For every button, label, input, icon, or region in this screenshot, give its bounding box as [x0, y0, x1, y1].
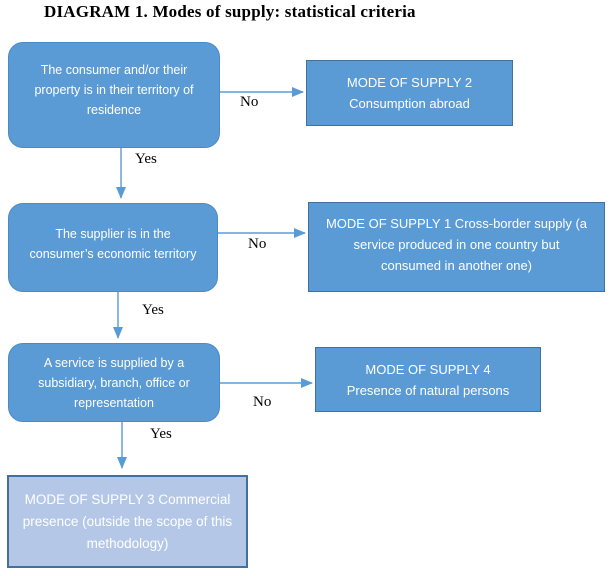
outcome-text-line: MODE OF SUPPLY 2 [346, 75, 473, 90]
outcome-box-mode-1: MODE OF SUPPLY 1 Cross-border supply (a … [308, 202, 605, 292]
outcome-text-line: consumed in another one) [380, 257, 533, 273]
decision-text-line: residence [86, 103, 142, 117]
decision-text-line: property is in their territory of [34, 83, 194, 97]
decision-box-subsidiary: A service is supplied by a subsidiary, b… [8, 343, 220, 422]
no-label-1: No [240, 94, 259, 110]
decision-box-consumer-territory: The consumer and/or their property is in… [8, 42, 220, 148]
outcome-box-mode-4: MODE OF SUPPLY 4 Presence of natural per… [315, 347, 541, 412]
no-label-2: No [248, 236, 267, 252]
outcome-text-line: service produced in one country but [353, 236, 560, 252]
outcome-box-mode-2: MODE OF SUPPLY 2 Consumption abroad [306, 60, 513, 126]
decision-text-line: The consumer and/or their [40, 63, 188, 77]
yes-label-3: Yes [150, 426, 172, 442]
outcome-box-mode-3: MODE OF SUPPLY 3 Commercial presence (ou… [7, 475, 248, 568]
decision-text-line: consumer’s economic territory [29, 246, 197, 261]
outcome-text-line: methodology) [86, 535, 169, 551]
yes-label-2: Yes [142, 302, 164, 318]
no-label-3: No [253, 394, 272, 410]
outcome-text-line: MODE OF SUPPLY 1 Cross-border supply (a [325, 215, 588, 231]
outcome-text-line: Presence of natural persons [346, 382, 510, 398]
decision-box-supplier-territory: The supplier is in the consumer’s econom… [8, 203, 218, 292]
outcome-text-line: Consumption abroad [349, 96, 470, 111]
outcome-text-line: MODE OF SUPPLY 3 Commercial [24, 491, 231, 507]
outcome-text-line: MODE OF SUPPLY 4 [365, 361, 491, 377]
decision-text-line: The supplier is in the [55, 226, 171, 241]
yes-label-1: Yes [135, 151, 157, 167]
outcome-text-line: presence (outside the scope of this [22, 513, 233, 529]
decision-text-line: representation [74, 395, 154, 410]
decision-text-line: subsidiary, branch, office or [38, 375, 190, 390]
diagram-title: DIAGRAM 1. Modes of supply: statistical … [44, 2, 416, 21]
decision-text-line: A service is supplied by a [43, 355, 185, 370]
